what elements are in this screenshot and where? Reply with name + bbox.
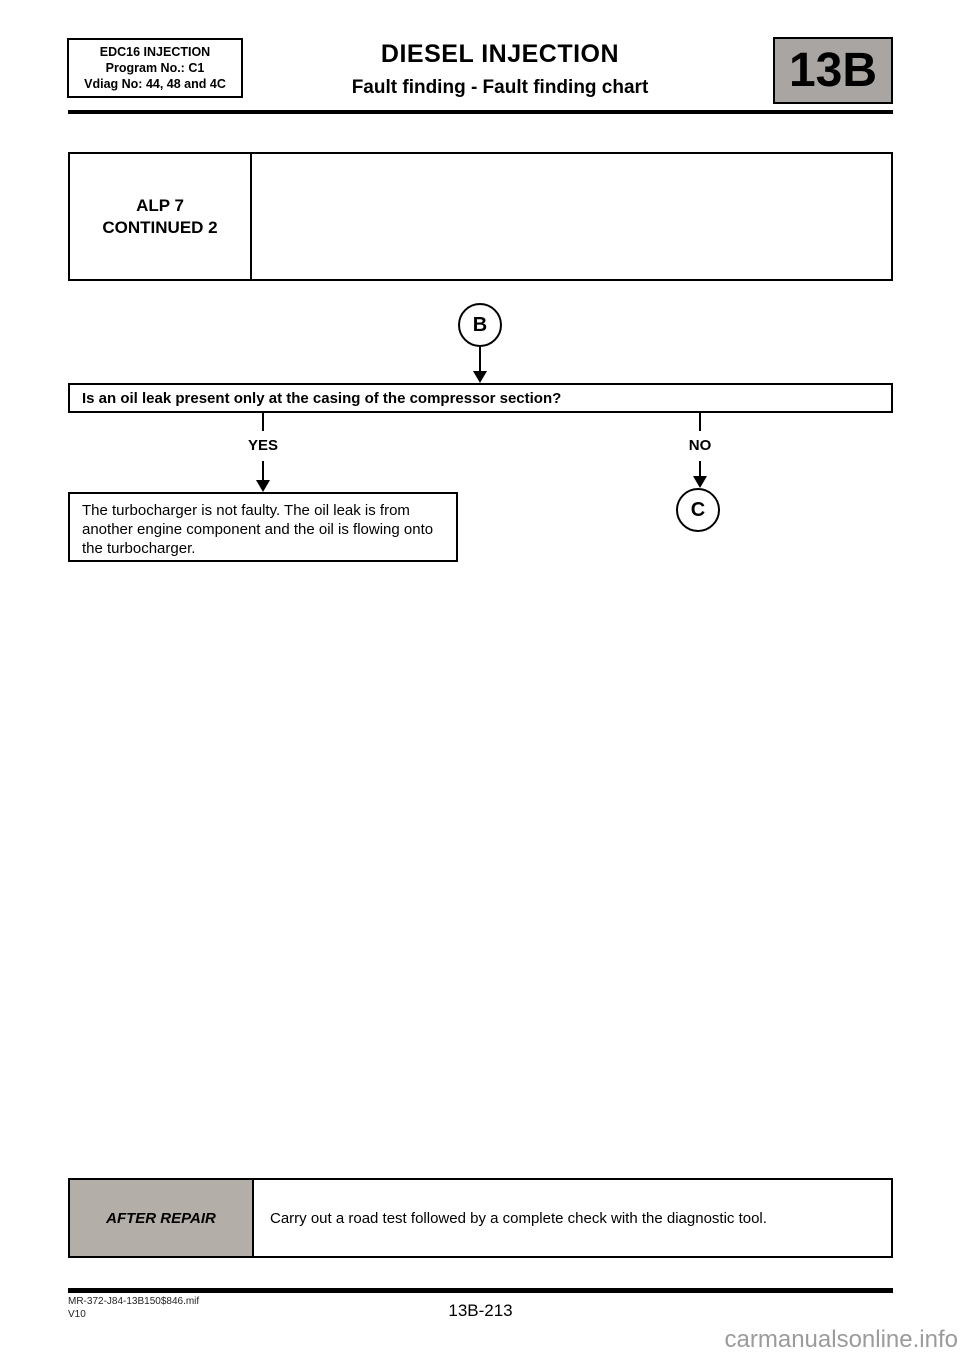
connector-b-circle: B [458, 303, 502, 347]
alp-continued: CONTINUED 2 [102, 217, 218, 237]
info-vdiag: Vdiag No: 44, 48 and 4C [84, 77, 226, 91]
document-version: V10 [68, 1309, 86, 1320]
yes-arrowhead-icon [256, 480, 270, 492]
header-titles: DIESEL INJECTION Fault finding - Fault f… [250, 40, 750, 99]
vehicle-info-box: EDC16 INJECTION Program No.: C1 Vdiag No… [67, 38, 243, 98]
yes-branch-stub [262, 413, 264, 431]
no-branch-stub [699, 413, 701, 431]
after-repair-banner: AFTER REPAIR Carry out a road test follo… [68, 1178, 893, 1258]
question-box: Is an oil leak present only at the casin… [68, 383, 893, 413]
info-program: Program No.: C1 [105, 61, 205, 75]
alp-banner: ALP 7 CONTINUED 2 [68, 152, 893, 281]
connector-c-circle: C [676, 488, 720, 532]
document-reference: MR-372-J84-13B150$846.mif [68, 1296, 200, 1307]
after-repair-label-cell: AFTER REPAIR [70, 1180, 254, 1256]
header-divider [68, 110, 893, 114]
after-repair-instruction-cell: Carry out a road test followed by a comp… [254, 1180, 891, 1256]
no-arrow-shaft [699, 461, 701, 477]
yes-result-box: The turbocharger is not faulty. The oil … [68, 492, 458, 562]
alp-empty-cell [252, 154, 891, 279]
no-arrowhead-icon [693, 476, 707, 488]
alp-number: ALP 7 [136, 195, 184, 215]
info-system: EDC16 INJECTION [99, 45, 211, 59]
yes-result-text: The turbocharger is not faulty. The oil … [82, 502, 434, 557]
alp-label-cell: ALP 7 CONTINUED 2 [70, 154, 252, 279]
page-number: 13B-213 [448, 1301, 513, 1320]
connector-b-arrow-shaft [479, 347, 481, 372]
yes-arrow-shaft [262, 461, 264, 481]
no-label: NO [688, 437, 712, 454]
section-code-badge: 13B [773, 37, 893, 104]
yes-label: YES [247, 437, 278, 454]
footer-divider [68, 1288, 893, 1293]
page-title: DIESEL INJECTION [380, 40, 620, 68]
connector-b-arrowhead-icon [473, 371, 487, 383]
watermark-text: carmanualsonline.info [724, 1326, 958, 1353]
after-repair-instruction: Carry out a road test followed by a comp… [270, 1209, 767, 1227]
question-text: Is an oil leak present only at the casin… [82, 389, 562, 407]
page-subtitle: Fault finding - Fault finding chart [351, 77, 649, 98]
